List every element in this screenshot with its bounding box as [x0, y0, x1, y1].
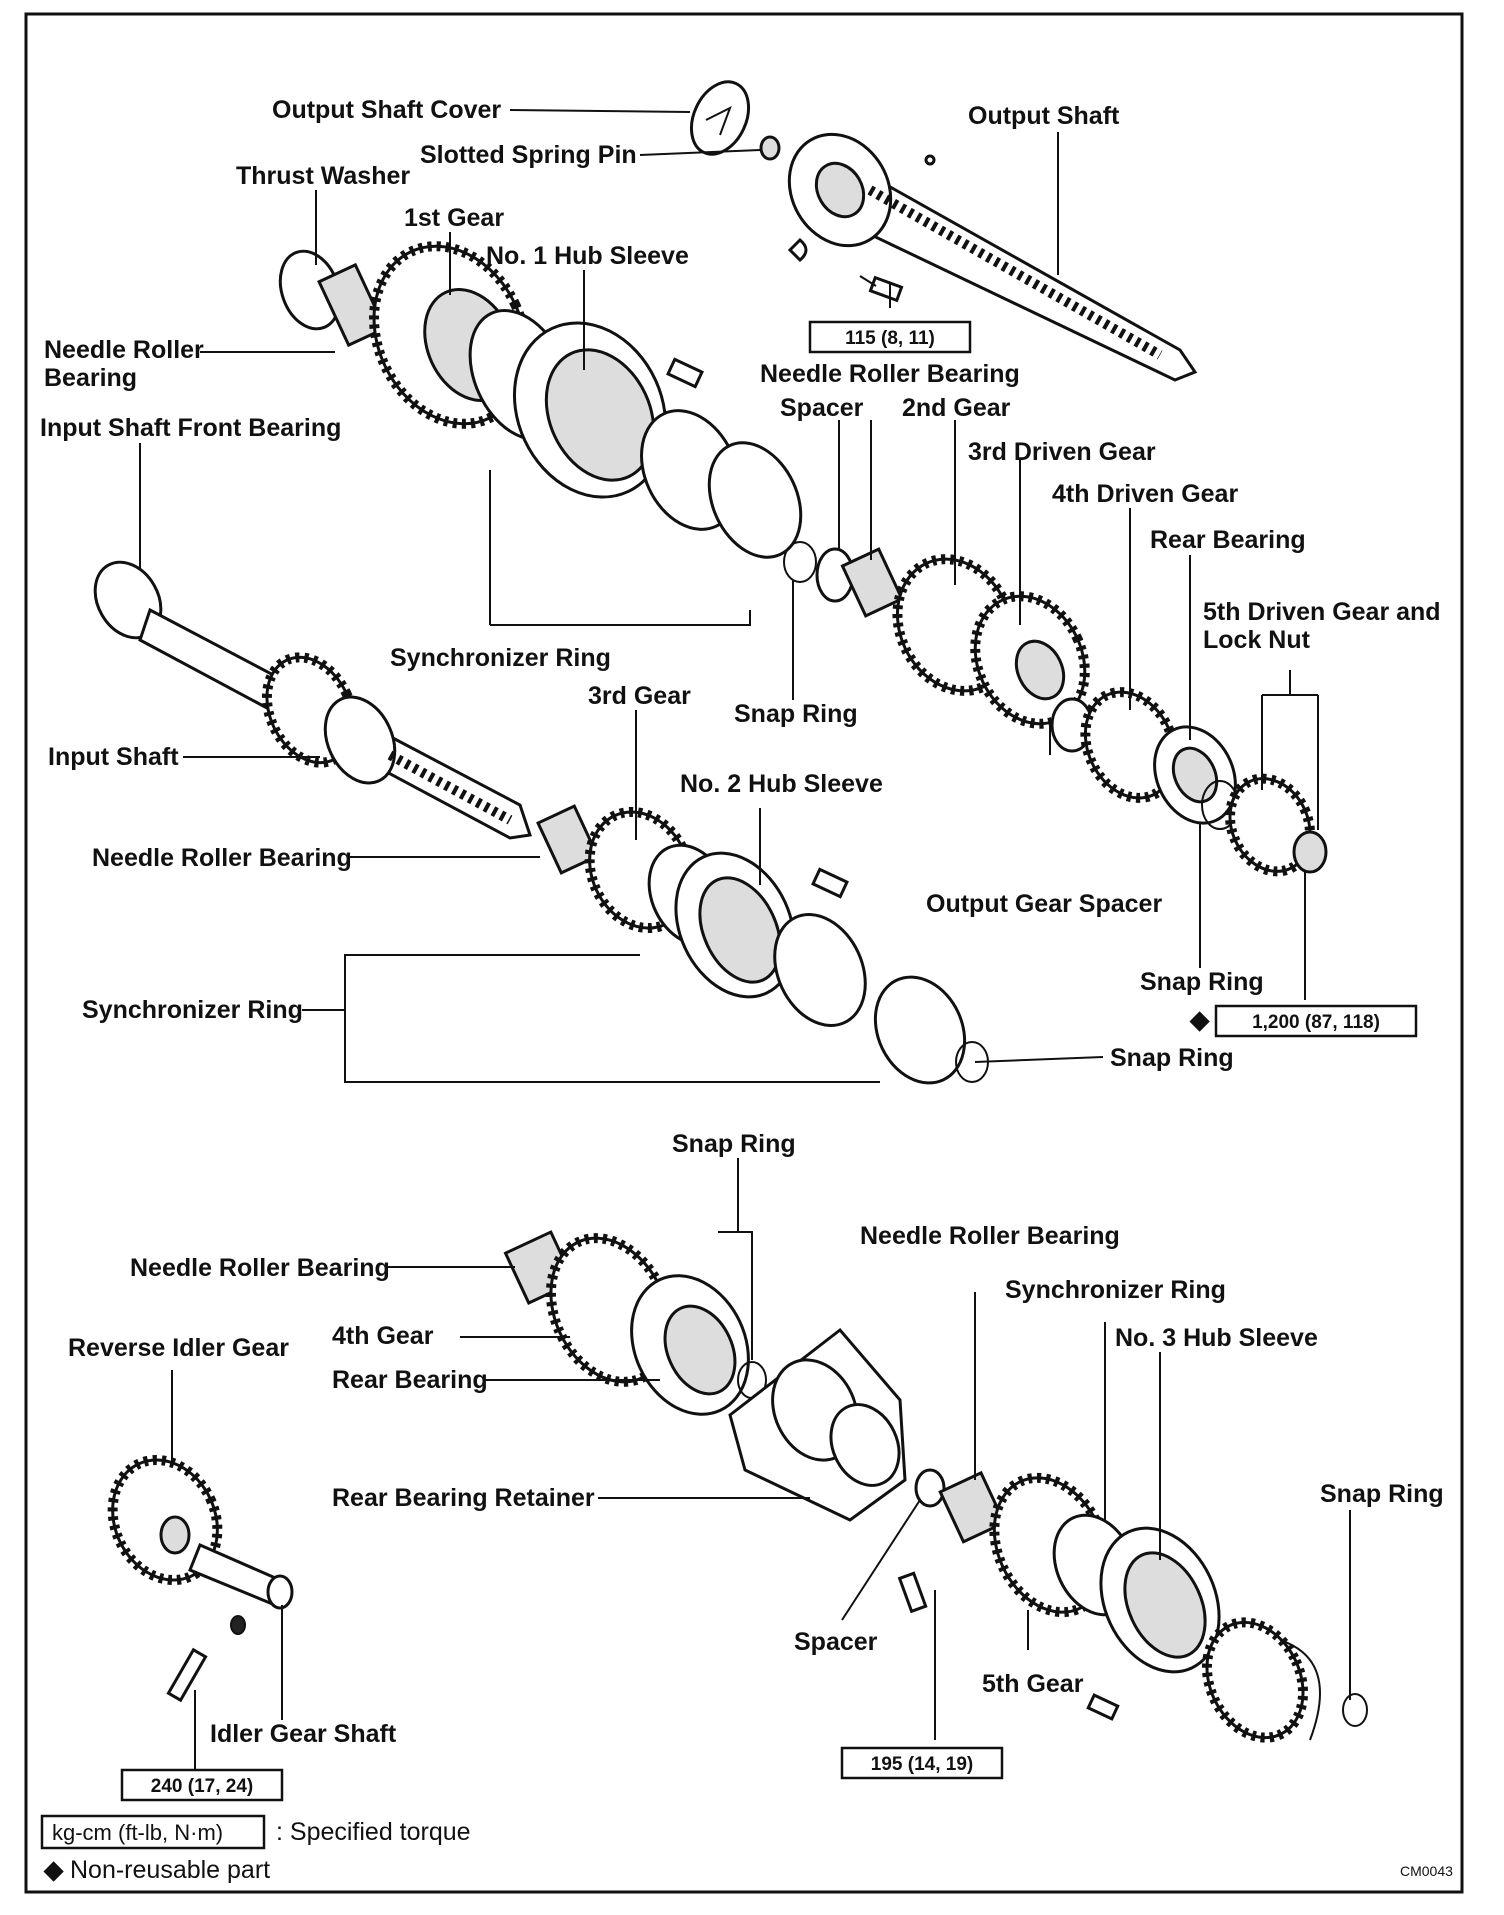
label-synchronizer-ring-lower: Synchronizer Ring: [1005, 1276, 1226, 1304]
label-first-gear: 1st Gear: [404, 204, 504, 232]
label-idler-gear-shaft: Idler Gear Shaft: [210, 1720, 397, 1748]
label-rear-bearing-retainer: Rear Bearing Retainer: [332, 1484, 595, 1512]
hub-mid-part: [773, 913, 867, 1027]
reverse-idler-gear-part: [107, 1454, 223, 1586]
fifth-hub-assembly-part: [1201, 1617, 1321, 1743]
label-needle-roller-bearing-top-left-2: Bearing: [44, 364, 137, 392]
needle-roller-bearing-mid-part: [536, 804, 600, 875]
key-upper: [666, 357, 704, 389]
label-input-shaft-front-bearing: Input Shaft Front Bearing: [40, 414, 341, 442]
label-fifth-gear: 5th Gear: [982, 1670, 1084, 1698]
synchronizer-ring-upper-b: [707, 441, 803, 559]
key-mid: [811, 867, 849, 899]
torque-box-output-cover: [808, 320, 972, 354]
torque-lock-nut: 1,200 (87, 118): [1252, 1012, 1380, 1033]
retainer-bolt-part: [897, 1571, 928, 1614]
needle-roller-bearing-lower-right-part: [938, 1470, 1007, 1544]
fourth-gear-assembly-part: [503, 1230, 750, 1416]
legend-non-reusable: Non-reusable part: [70, 1856, 270, 1884]
frame: [24, 12, 1464, 1894]
label-fifth-driven-gear-2: Lock Nut: [1203, 626, 1311, 654]
label-rear-bearing-lower: Rear Bearing: [332, 1366, 488, 1394]
label-thrust-washer: Thrust Washer: [236, 162, 410, 190]
label-reverse-idler-gear: Reverse Idler Gear: [68, 1334, 289, 1362]
label-needle-roller-bearing-lower-right: Needle Roller Bearing: [860, 1222, 1120, 1250]
snap-ring-upper-part: [783, 541, 817, 583]
fifth-driven-gear-part: [1225, 773, 1328, 877]
legend-unit-desc: : Specified torque: [276, 1818, 471, 1846]
torque-box-lock-nut: [1214, 1004, 1418, 1038]
label-spacer-top: Spacer: [780, 394, 864, 422]
slotted-spring-pin-part: [759, 135, 781, 161]
idler-gear-shaft-part: [188, 1543, 294, 1610]
needle-roller-bearing-top-left-part: [317, 262, 387, 348]
label-output-shaft-cover: Output Shaft Cover: [272, 96, 501, 124]
rear-bearing-retainer-part: [728, 1327, 907, 1522]
label-second-gear: 2nd Gear: [902, 394, 1011, 422]
label-synchronizer-ring-top: Synchronizer Ring: [390, 644, 611, 672]
label-slotted-spring-pin: Slotted Spring Pin: [420, 141, 637, 169]
figure-code: CM0043: [1400, 1863, 1453, 1879]
label-input-shaft: Input Shaft: [48, 743, 179, 771]
label-third-gear: 3rd Gear: [588, 682, 691, 710]
label-snap-ring-mid2: Snap Ring: [1110, 1044, 1234, 1072]
torque-retainer-bolt: 195 (14, 19): [871, 1754, 973, 1775]
key-lower: [1086, 1693, 1120, 1721]
label-needle-roller-bearing-top-left-1: Needle Roller: [44, 336, 204, 364]
label-rear-bearing-top: Rear Bearing: [1150, 526, 1306, 554]
label-snap-ring-lower: Snap Ring: [672, 1130, 796, 1158]
output-cover-bolt-part: [859, 275, 904, 303]
label-fourth-gear: 4th Gear: [332, 1322, 434, 1350]
synchronizer-ring-mid-b: [873, 975, 967, 1085]
label-no2-hub-sleeve: No. 2 Hub Sleeve: [680, 770, 883, 798]
torque-idler-shaft-bolt: 240 (17, 24): [151, 1776, 253, 1797]
legend-unit-text: kg-cm (ft-lb, N·m): [52, 1820, 223, 1845]
legend-non-reusable-mark: ◆: [43, 1856, 64, 1884]
label-no3-hub-sleeve: No. 3 Hub Sleeve: [1115, 1324, 1318, 1352]
label-spacer-lower: Spacer: [794, 1628, 878, 1656]
label-output-shaft: Output Shaft: [968, 102, 1120, 130]
torque-box-retainer: [840, 1746, 1004, 1780]
label-synchronizer-ring-mid: Synchronizer Ring: [82, 996, 303, 1024]
label-needle-roller-bearing-lower-left: Needle Roller Bearing: [130, 1254, 390, 1282]
label-needle-roller-bearing-top: Needle Roller Bearing: [760, 360, 1020, 388]
input-shaft-part: [138, 607, 532, 840]
output-shaft-part: [787, 132, 1198, 382]
torque-output-cover-bolt: 115 (8, 11): [845, 328, 935, 349]
fourth-driven-gear-part: [1080, 687, 1180, 803]
snap-ring-far-right-part: [1342, 1693, 1368, 1727]
label-snap-ring-mid: Snap Ring: [734, 700, 858, 728]
legend-unit-box: [40, 1814, 266, 1850]
label-snap-ring-right: Snap Ring: [1140, 968, 1264, 996]
torque-box-idler-shaft: [120, 1768, 284, 1802]
label-third-driven-gear: 3rd Driven Gear: [968, 438, 1156, 466]
ball-part: [230, 1615, 246, 1635]
non-reusable-mark: ◆: [1189, 1006, 1210, 1034]
needle-roller-bearing-top-part: [840, 547, 904, 618]
leader-lines: [139, 109, 1351, 1790]
label-needle-roller-bearing-mid: Needle Roller Bearing: [92, 844, 352, 872]
label-fifth-driven-gear-1: 5th Driven Gear and: [1203, 598, 1441, 626]
no3-hub-sleeve-part: [1099, 1526, 1221, 1674]
no1-hub-sleeve-part: [512, 321, 668, 499]
label-no1-hub-sleeve: No. 1 Hub Sleeve: [486, 242, 689, 270]
spacer-lower-part: [914, 1468, 946, 1508]
label-output-gear-spacer: Output Gear Spacer: [926, 890, 1162, 918]
label-snap-ring-far-right: Snap Ring: [1320, 1480, 1444, 1508]
no2-hub-sleeve-part: [674, 851, 796, 999]
idler-shaft-bolt-part: [166, 1647, 208, 1703]
label-fourth-driven-gear: 4th Driven Gear: [1052, 480, 1238, 508]
